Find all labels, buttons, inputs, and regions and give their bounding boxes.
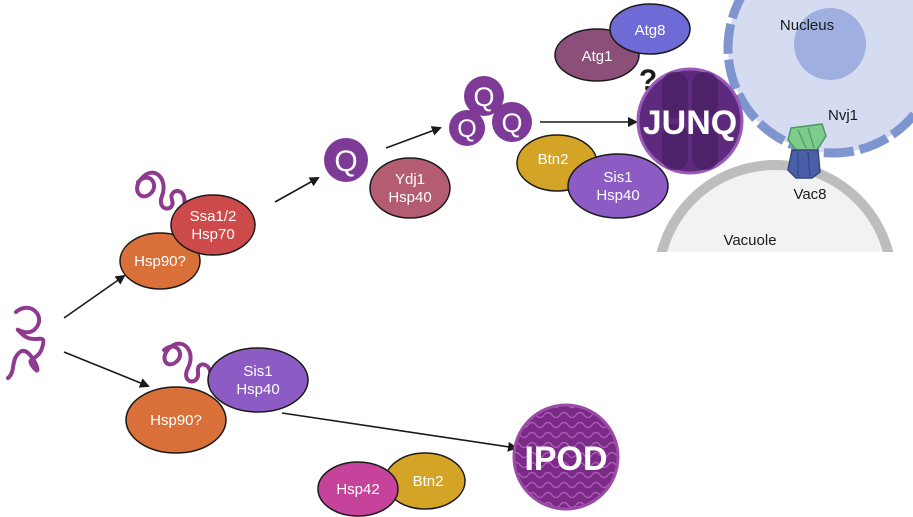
- ssa-label-1: Ssa1/2: [190, 208, 237, 225]
- q-aggregate-cluster: Q Q Q: [449, 76, 532, 146]
- nvj1-label: Nvj1: [828, 107, 858, 124]
- arrow-to-hsp90-top: [63, 274, 126, 319]
- arrow-to-q-single: [274, 177, 320, 203]
- ydj1-hsp40: Ydj1 Hsp40: [369, 157, 451, 219]
- sis1-hsp40-bottom: Sis1 Hsp40: [207, 347, 309, 413]
- svg-text:Q: Q: [473, 82, 494, 112]
- unfolded-protein-top: [135, 170, 187, 211]
- atg8-label: Atg8: [635, 22, 666, 39]
- hsp42-label: Hsp42: [336, 481, 379, 498]
- ydj1-label-2: Hsp40: [388, 189, 431, 206]
- svg-text:Q: Q: [501, 108, 522, 138]
- sis1-top-label-1: Sis1: [603, 169, 632, 186]
- svg-text:Q: Q: [457, 115, 476, 143]
- nucleus-label: Nucleus: [780, 17, 834, 34]
- nucleolus: [794, 8, 866, 80]
- vac8-protein: [787, 149, 821, 179]
- vacuole-label: Vacuole: [723, 232, 776, 249]
- nucleus: [723, 0, 913, 158]
- junq-compartment: JUNQ: [636, 67, 744, 175]
- sis1-hsp40-top: Sis1 Hsp40: [567, 153, 669, 219]
- atg1-label: Atg1: [582, 48, 613, 65]
- sis1-bottom-label-1: Sis1: [243, 363, 272, 380]
- vac8-label: Vac8: [793, 186, 826, 203]
- hsp90-top-label: Hsp90?: [134, 253, 186, 270]
- junq-label: JUNQ: [643, 104, 737, 142]
- nvj1-protein: [787, 123, 827, 153]
- unfolded-protein-bottom: [162, 341, 213, 384]
- arrow-to-q-cluster: [385, 126, 442, 149]
- q-aggregate-single: Q: [324, 138, 368, 182]
- unfolded-protein-left: [6, 305, 46, 380]
- vacuole: [656, 160, 894, 252]
- atg8: Atg8: [609, 3, 691, 55]
- ipod-compartment: IPOD: [512, 403, 620, 511]
- hsp90-bottom-label: Hsp90?: [150, 412, 202, 429]
- ipod-label: IPOD: [524, 440, 607, 478]
- hsp42: Hsp42: [317, 461, 399, 517]
- sis1-top-label-2: Hsp40: [596, 187, 639, 204]
- btn2-bottom-label: Btn2: [413, 473, 444, 490]
- organelle-panel: [655, 0, 913, 252]
- svg-text:Q: Q: [334, 145, 357, 178]
- ssa-label-2: Hsp70: [191, 226, 234, 243]
- btn2-top-label: Btn2: [538, 151, 569, 168]
- arrow-to-ipod: [281, 412, 518, 452]
- btn2-bottom: Btn2: [384, 452, 466, 510]
- sis1-bottom-label-2: Hsp40: [236, 381, 279, 398]
- ssa-hsp70: Ssa1/2 Hsp70: [170, 194, 256, 256]
- hsp90-top: Hsp90?: [119, 232, 201, 290]
- hsp90-bottom: Hsp90?: [125, 386, 227, 454]
- ydj1-label-1: Ydj1: [395, 171, 425, 188]
- arrow-to-hsp90-bottom: [63, 351, 150, 388]
